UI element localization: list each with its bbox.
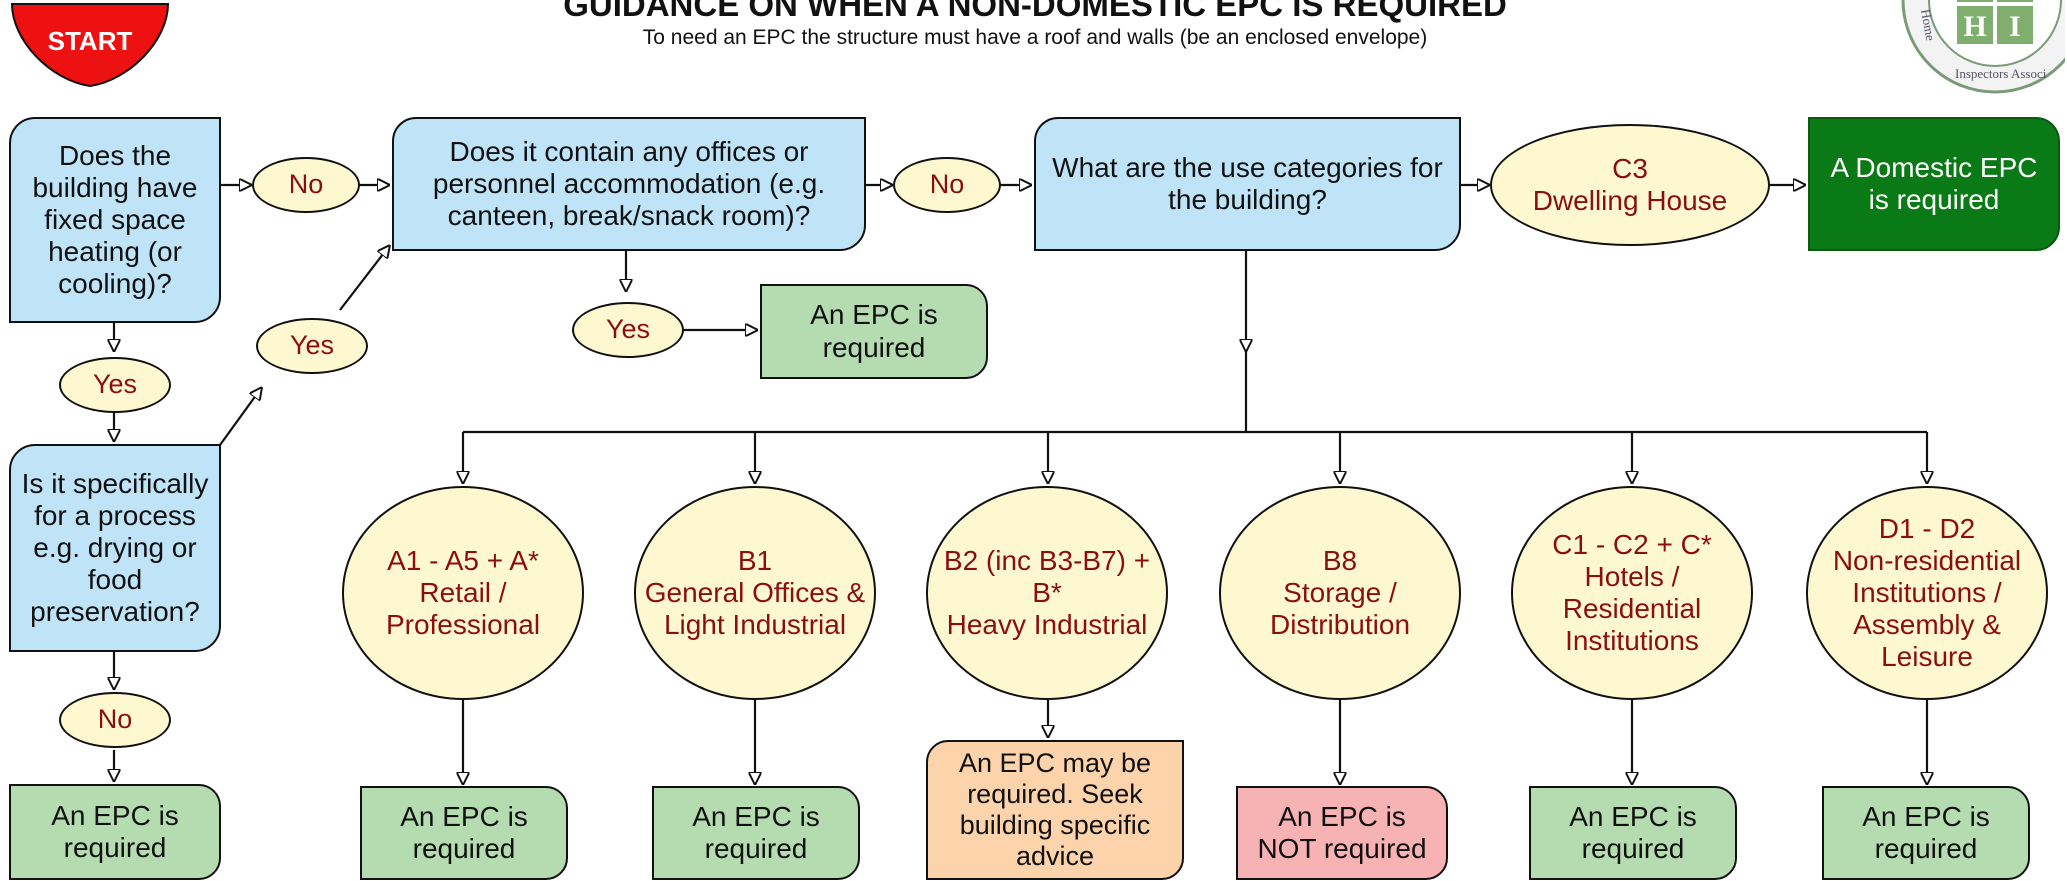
dchi-logo-icon: D C H I Home Inspectors Associ	[1901, 0, 2065, 94]
category-d1-d2-name: Non-residential Institutions / Assembly …	[1832, 544, 2022, 673]
svg-text:D: D	[1964, 0, 1986, 3]
svg-text:Inspectors Associ: Inspectors Associ	[1955, 66, 2047, 81]
category-a1-a5: A1 - A5 + A* Retail / Professional	[342, 486, 584, 700]
category-c1-c2-name: Hotels / Residential Institutions	[1562, 560, 1702, 657]
category-c1-c2: C1 - C2 + C* Hotels / Residential Instit…	[1511, 486, 1753, 700]
answer-process-yes: Yes	[256, 318, 368, 374]
category-d1-d2-code: D1 - D2	[1878, 512, 1976, 544]
category-b2: B2 (inc B3-B7) + B* Heavy Industrial	[926, 486, 1168, 700]
question-use-categories: What are the use categories for the buil…	[1034, 117, 1461, 251]
category-b8: B8 Storage / Distribution	[1219, 486, 1461, 700]
outcome-b2: An EPC may be required. Seek building sp…	[926, 740, 1184, 880]
svg-text:I: I	[2009, 10, 2021, 43]
outcome-domestic-epc: A Domestic EPC is required	[1808, 117, 2060, 251]
outcome-b8: An EPC is NOT required	[1236, 786, 1448, 880]
outcome-offices-yes: An EPC is required	[760, 284, 988, 379]
svg-text:C: C	[2004, 0, 2026, 3]
page-subtitle: To need an EPC the structure must have a…	[642, 26, 1428, 49]
start-shape	[10, 3, 170, 88]
svg-text:H: H	[1963, 10, 1986, 43]
outcome-process-no: An EPC is required	[9, 784, 221, 880]
answer-process-no: No	[59, 692, 171, 748]
answer-heating-yes: Yes	[59, 357, 171, 413]
category-b1-name: General Offices & Light Industrial	[644, 576, 866, 641]
outcome-a1-a5: An EPC is required	[360, 786, 568, 880]
outcome-d1-d2: An EPC is required	[1822, 786, 2030, 880]
question-heating: Does the building have fixed space heati…	[9, 117, 221, 323]
category-c3: C3 Dwelling House	[1490, 124, 1770, 246]
category-b2-name: Heavy Industrial	[946, 609, 1148, 641]
category-a1-a5-code: A1 - A5 + A*	[387, 544, 539, 576]
outcome-c1-c2: An EPC is required	[1529, 786, 1737, 880]
category-b1-code: B1	[737, 544, 773, 576]
answer-heating-no: No	[252, 157, 360, 213]
question-process: Is it specifically for a process e.g. dr…	[9, 444, 221, 652]
category-b8-code: B8	[1322, 544, 1358, 576]
category-a1-a5-name: Retail / Professional	[385, 576, 541, 641]
answer-offices-no: No	[893, 157, 1001, 213]
category-d1-d2: D1 - D2 Non-residential Institutions / A…	[1806, 486, 2048, 700]
category-c1-c2-code: C1 - C2 + C*	[1552, 528, 1712, 560]
category-c3-name: Dwelling House	[1532, 185, 1728, 216]
question-offices: Does it contain any offices or personnel…	[392, 117, 866, 251]
category-b1: B1 General Offices & Light Industrial	[634, 486, 876, 700]
start-label: START	[47, 26, 133, 56]
svg-text:Home: Home	[1918, 8, 1938, 42]
answer-offices-yes: Yes	[572, 302, 684, 358]
category-b2-code: B2 (inc B3-B7) + B*	[943, 544, 1151, 608]
outcome-b1: An EPC is required	[652, 786, 860, 880]
category-c3-code: C3	[1612, 152, 1648, 184]
category-b8-name: Storage / Distribution	[1269, 576, 1411, 641]
page-title: GUIDANCE ON WHEN A NON-DOMESTIC EPC IS R…	[563, 0, 1507, 23]
